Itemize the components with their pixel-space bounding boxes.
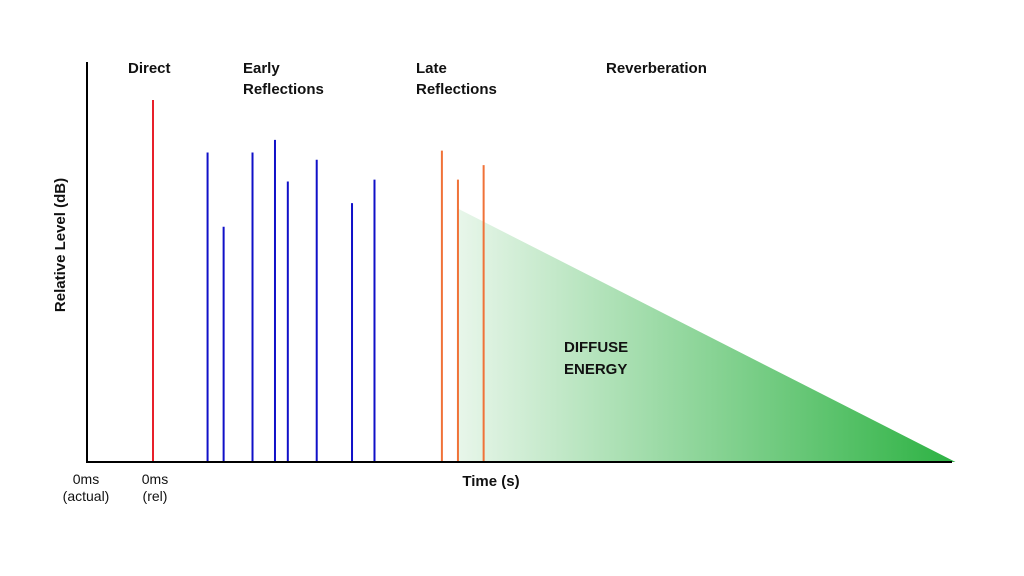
diffuse-label-line1: DIFFUSE (564, 339, 628, 356)
region-label-reverberation: Reverberation (606, 60, 707, 77)
tick-label-actual-line2: (actual) (63, 488, 110, 504)
x-axis-label: Time (s) (462, 473, 519, 490)
diffuse-label-line2: ENERGY (564, 361, 627, 378)
region-label-late-line1: Late (416, 60, 447, 77)
diffuse-energy-region (457, 208, 956, 462)
region-label-early-line2: Reflections (243, 81, 324, 98)
region-label-early-line1: Early (243, 60, 280, 77)
y-axis-label: Relative Level (dB) (52, 178, 69, 312)
region-label-late-line2: Reflections (416, 81, 497, 98)
tick-label-actual-line1: 0ms (73, 471, 99, 487)
tick-label-rel-line1: 0ms (142, 471, 168, 487)
impulse-lines (152, 100, 485, 462)
region-label-direct: Direct (128, 60, 171, 77)
tick-label-rel-line2: (rel) (143, 488, 168, 504)
